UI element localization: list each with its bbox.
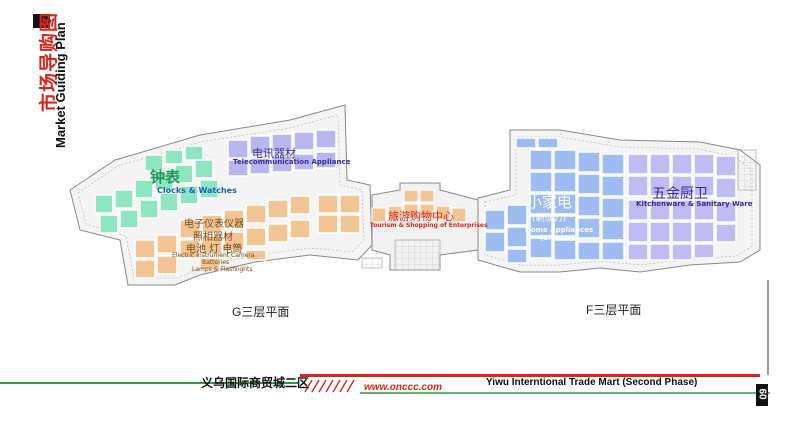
floor-label-f: F三层平面	[586, 303, 642, 317]
footer-url-link[interactable]: www.onccc.com	[364, 382, 442, 393]
zone-telecom-en: Telecommunication Appliance	[233, 158, 351, 166]
zone-tourism-cn: 旅游购物中心	[388, 210, 454, 223]
footer-red-bar	[300, 374, 760, 377]
zone-clocks	[94, 145, 219, 234]
zone-appliances	[484, 137, 625, 264]
zone-telecom-cn: 电讯器材	[252, 147, 296, 160]
footer-hatch	[304, 379, 355, 393]
zone-electric-cn-2: 照相器材	[193, 232, 233, 243]
zone-clocks-cn: 钟表	[150, 168, 181, 186]
footer-title-cn: 义乌国际商贸城二区	[201, 376, 310, 390]
zone-tourism-en: Tourism & Shopping of Enterprises	[370, 222, 488, 229]
zone-electric-en-1: Electric Instrument Camera	[172, 252, 255, 259]
page-number: 60	[756, 388, 768, 400]
zone-appliances-cn: 小家电	[527, 193, 573, 211]
zone-telecom	[227, 129, 337, 177]
zone-kitchen-cn: 五金厨卫	[652, 186, 708, 202]
stairs-block	[394, 239, 441, 271]
footer-title-en: Yiwu Interntional Trade Mart (Second Pha…	[486, 377, 698, 388]
zone-electric-en-3: Lamps & Flashlights	[192, 266, 253, 273]
zone-kitchen-en: Kitchenware & Sanitary Ware	[636, 200, 753, 208]
zone-appliances-en-sub: (Shaver)	[540, 234, 574, 242]
floor-label-g: G三层平面	[232, 305, 290, 319]
zone-electric-cn-1: 电子仪表仪器	[184, 219, 244, 230]
stairs-left	[361, 257, 383, 269]
zone-electric	[134, 194, 361, 279]
stairs-right	[737, 149, 757, 191]
zone-appliances-en: Home Appliances	[525, 226, 594, 234]
zone-tourism	[371, 189, 467, 223]
title-bar	[33, 14, 50, 28]
zone-appliances-cn-sub: (剃须刀)	[532, 214, 567, 224]
zone-clocks-en: Clocks & Watches	[157, 186, 237, 195]
zone-electric-en-2: Batteries	[202, 259, 230, 266]
zone-kitchen	[627, 153, 737, 261]
zone-electric-cn-3: 电池 灯 电筒	[186, 244, 243, 255]
right-building-inner	[484, 136, 753, 266]
page-number-badge: 60	[756, 384, 768, 406]
